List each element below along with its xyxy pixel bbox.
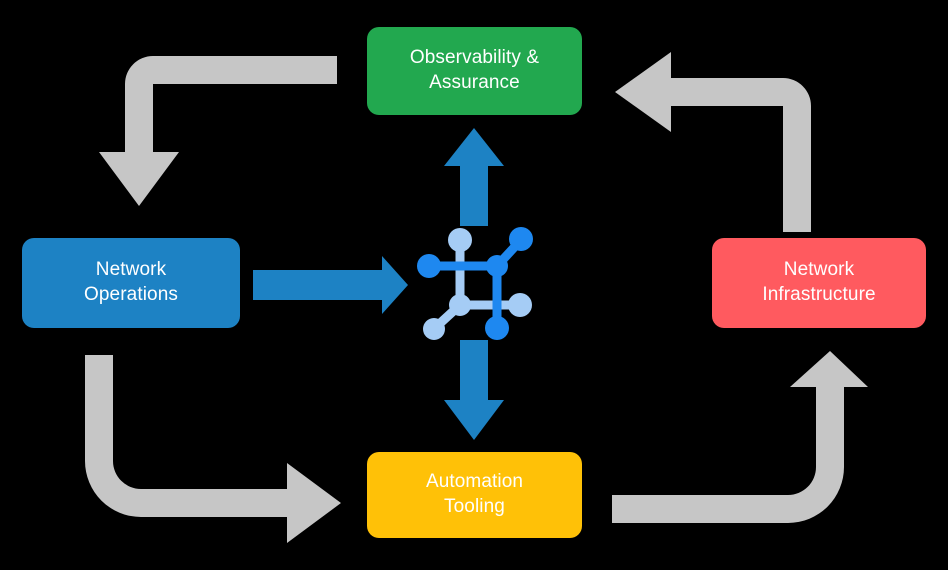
node-box-network-infrastructure[interactable]: Network Infrastructure (712, 238, 926, 328)
node-box-automation-tooling[interactable]: Automation Tooling (367, 452, 582, 538)
node-box-observability[interactable]: Observability & Assurance (367, 27, 582, 115)
node-label-network-infrastructure: Network Infrastructure (762, 259, 876, 305)
network-topology-icon (417, 227, 533, 340)
arrow-automation-to-infrastructure (612, 351, 868, 523)
arrow-observability-to-operations (99, 56, 337, 206)
arrow-center-to-observability (444, 128, 504, 226)
arrow-operations-to-automation (85, 355, 341, 543)
arrow-operations-to-center (253, 256, 408, 314)
node-label-observability: Observability & Assurance (409, 47, 540, 93)
node-label-automation-tooling: Automation Tooling (425, 471, 524, 517)
node-box-network-operations[interactable]: Network Operations (22, 238, 240, 328)
arrow-infrastructure-to-observability (615, 52, 811, 232)
arrow-center-to-automation (444, 340, 504, 440)
node-label-network-operations: Network Operations (84, 259, 178, 305)
